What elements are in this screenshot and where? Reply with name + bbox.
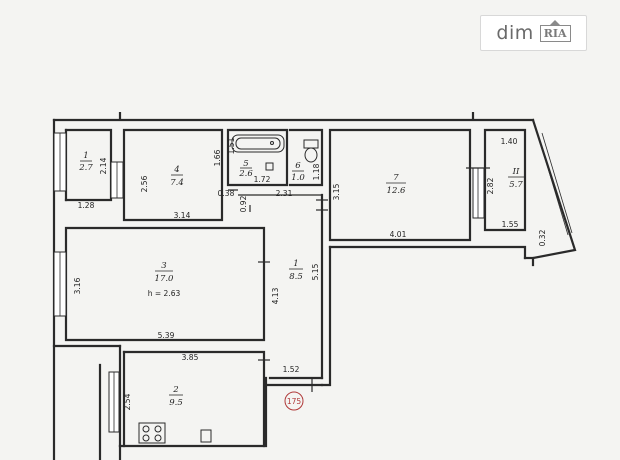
room-number: 5 <box>243 159 248 169</box>
dimension-labels: 2.14 1.28 2.56 3.14 1.66 1.51 0.38 1.72 … <box>73 137 547 410</box>
dim-label: 1.55 <box>502 220 519 229</box>
room-number: 2 <box>172 385 178 395</box>
dim-label: 5.15 <box>311 263 320 280</box>
room-area: 17.0 <box>155 274 175 284</box>
room-area: 2.6 <box>238 169 253 179</box>
room-number: 4 <box>173 165 179 175</box>
windows <box>53 132 573 433</box>
dim-label: 0.38 <box>218 189 235 198</box>
room-number: 6 <box>295 161 301 171</box>
dim-label: 2.54 <box>123 393 132 410</box>
dim-label: 1.51 <box>227 137 236 154</box>
dim-label: 0.92 <box>239 195 248 212</box>
dim-label: 1.52 <box>283 365 300 374</box>
room-height: h = 2.63 <box>148 289 181 298</box>
dim-ria-watermark: dim RIA <box>480 15 587 51</box>
dim-label: 0.32 <box>538 229 547 246</box>
dim-label: 4.13 <box>271 287 280 304</box>
door-marks <box>228 167 490 392</box>
dim-label: 2.56 <box>140 175 149 192</box>
kitchen-sink-icon <box>200 429 212 443</box>
sink-icon <box>265 162 274 171</box>
dim-label: 2.14 <box>99 157 108 174</box>
bathtub-icon <box>231 134 285 153</box>
room-area: 7.4 <box>170 178 184 188</box>
dim-label: 5.39 <box>158 331 175 340</box>
room-area: 1.0 <box>291 173 305 183</box>
dim-label: 1.66 <box>213 149 222 166</box>
dim-label: 2.82 <box>486 177 495 194</box>
dim-label: 2.31 <box>276 189 293 198</box>
room-area: 8.5 <box>289 272 303 282</box>
dim-label: 4.01 <box>390 230 407 239</box>
dim-label: 3.14 <box>174 211 191 220</box>
watermark-dim-text: dim <box>496 22 534 44</box>
dim-label: 3.16 <box>73 277 82 294</box>
room-number: 1 <box>83 151 88 161</box>
room-area: 5.7 <box>509 180 523 190</box>
room-labels: 1 2.7 4 7.4 5 2.6 6 1.0 7 12.6 II 5.7 3 … <box>78 151 524 408</box>
room-number: 7 <box>393 173 399 183</box>
room-area: 2.7 <box>78 163 93 173</box>
stove-icon <box>138 422 166 444</box>
plan-number: 175 <box>287 397 302 406</box>
room-number: II <box>512 167 520 177</box>
dim-label: 1.18 <box>312 163 321 180</box>
room-number: 1 <box>293 259 298 269</box>
room-area: 9.5 <box>169 398 183 408</box>
plan-number-marker: 175 <box>284 391 304 411</box>
watermark-ria-badge: RIA <box>539 19 571 42</box>
dim-label: 1.72 <box>254 175 271 184</box>
toilet-icon <box>303 139 319 163</box>
dim-label: 3.15 <box>332 183 341 200</box>
room-number: 3 <box>161 261 166 271</box>
room-area: 12.6 <box>387 186 407 196</box>
dim-label: 1.28 <box>78 201 95 210</box>
dim-label: 1.40 <box>501 137 518 146</box>
dim-label: 3.85 <box>182 353 199 362</box>
